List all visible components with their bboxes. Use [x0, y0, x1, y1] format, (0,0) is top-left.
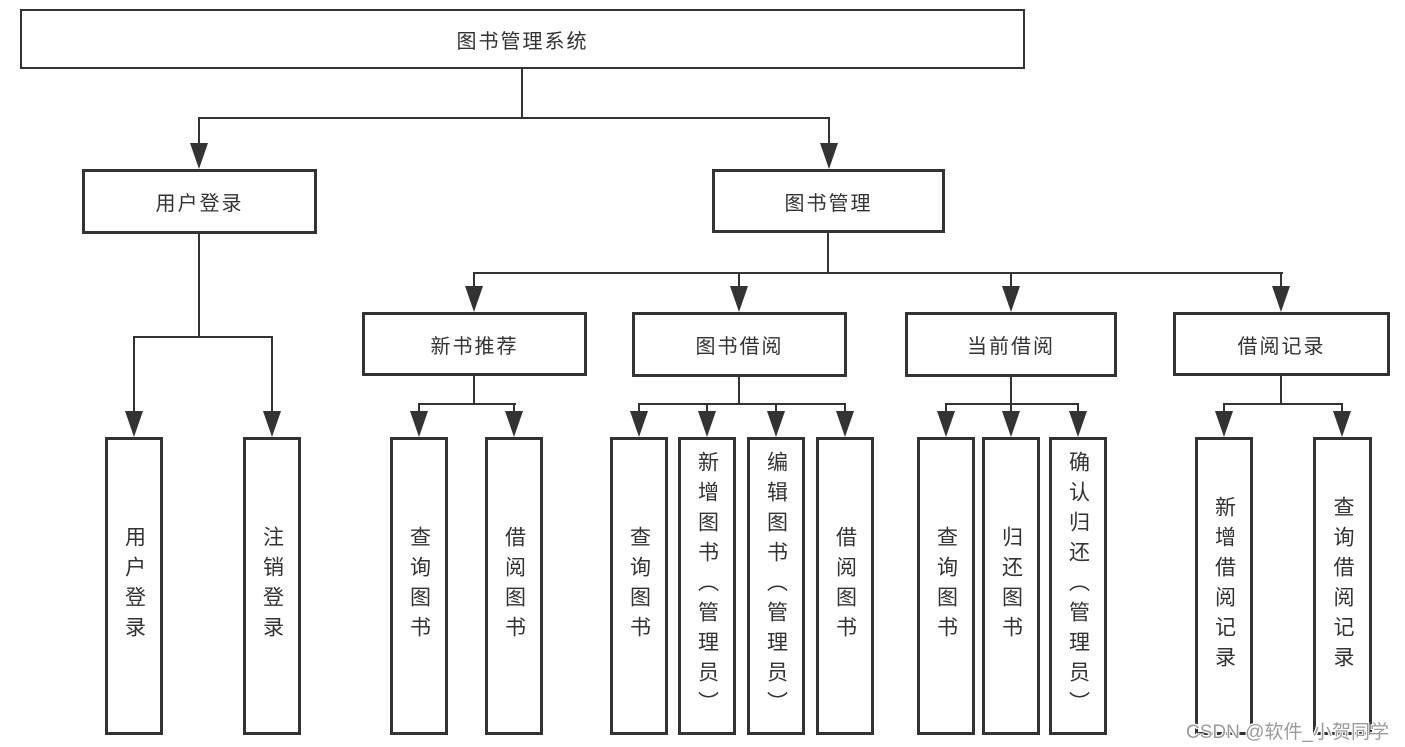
- connector-user-login-stem: [198, 233, 200, 338]
- node-label: 图书借阅: [695, 336, 784, 358]
- arrowhead-down-icon: [1002, 286, 1020, 312]
- node-book-borrow: 图书借阅: [632, 312, 847, 377]
- connector-drop-borrow-records: [1280, 272, 1282, 288]
- leaf-label: 用户登录: [122, 526, 146, 646]
- arrowhead-down-icon: [1002, 411, 1020, 437]
- connector-drop: [706, 403, 708, 413]
- connector-drop-current-borrow: [1010, 272, 1012, 288]
- connector-drop: [1077, 403, 1079, 413]
- leaf-query-books-borrow: 查询图书: [610, 437, 668, 735]
- leaf-label: 编辑图书（管理员）: [764, 451, 788, 721]
- node-new-book-recommend: 新书推荐: [362, 312, 587, 376]
- csdn-watermark: CSDN @软件_小贺同学: [1186, 722, 1389, 743]
- leaf-label: 新增图书（管理员）: [695, 451, 719, 721]
- connector-drop-new-book: [473, 272, 475, 288]
- arrowhead-down-icon: [1215, 411, 1233, 437]
- node-borrow-records: 借阅记录: [1173, 312, 1390, 376]
- arrowhead-down-icon: [820, 143, 838, 169]
- leaf-label: 注销登录: [260, 526, 284, 646]
- arrowhead-down-icon: [465, 286, 483, 312]
- arrowhead-down-icon: [1333, 411, 1351, 437]
- leaf-query-books-current: 查询图书: [917, 437, 975, 735]
- connector-drop: [418, 403, 420, 413]
- connector-drop: [1010, 403, 1012, 413]
- leaf-borrow-books: 借阅图书: [816, 437, 874, 735]
- node-current-borrow: 当前借阅: [905, 312, 1117, 377]
- leaf-borrow-books-recommend: 借阅图书: [485, 437, 543, 735]
- connector-drop: [513, 403, 515, 413]
- connector-drop: [775, 403, 777, 413]
- node-label: 新书推荐: [430, 335, 519, 358]
- node-library-management-system: 图书管理系统: [20, 9, 1025, 69]
- connector-drop-user-login: [198, 117, 200, 147]
- connector-book-mgmt-stem: [827, 232, 829, 274]
- node-label: 图书管理系统: [456, 30, 589, 53]
- leaf-label: 新增借阅记录: [1212, 496, 1236, 676]
- arrowhead-down-icon: [190, 143, 208, 169]
- arrowhead-down-icon: [1069, 411, 1087, 437]
- leaf-label: 查询借阅记录: [1331, 496, 1354, 676]
- node-label: 图书管理: [784, 192, 873, 215]
- connector-book-borrow-branch: [638, 403, 846, 405]
- leaf-logout: 注销登录: [243, 437, 301, 735]
- connector-drop: [945, 403, 947, 413]
- connector-drop: [1341, 403, 1343, 413]
- leaf-label: 归还图书: [999, 526, 1023, 646]
- arrowhead-down-icon: [410, 411, 428, 437]
- arrowhead-down-icon: [767, 411, 785, 437]
- leaf-return-book: 归还图书: [982, 437, 1040, 735]
- arrowhead-down-icon: [263, 411, 281, 437]
- connector-root-branch: [198, 117, 830, 119]
- connector-current-borrow-branch: [945, 403, 1079, 405]
- connector-user-login-branch: [133, 336, 273, 338]
- connector-drop-logout: [271, 336, 273, 413]
- connector-drop-login: [133, 336, 135, 413]
- leaf-edit-book-admin: 编辑图书（管理员）: [747, 437, 805, 735]
- arrowhead-down-icon: [937, 411, 955, 437]
- leaf-label: 确认归还（管理员）: [1066, 451, 1090, 721]
- arrowhead-down-icon: [698, 411, 716, 437]
- leaf-label: 借阅图书: [833, 526, 857, 646]
- connector-drop: [1223, 403, 1225, 413]
- connector-drop: [638, 403, 640, 413]
- leaf-label: 查询图书: [627, 526, 651, 646]
- connector-book-mgmt-branch: [473, 272, 1283, 274]
- arrowhead-down-icon: [1272, 286, 1290, 312]
- node-label: 借阅记录: [1237, 335, 1326, 358]
- node-label: 用户登录: [155, 193, 244, 215]
- arrowhead-down-icon: [505, 411, 523, 437]
- connector-book-borrow-stem: [738, 377, 740, 404]
- connector-new-book-branch: [418, 403, 516, 405]
- node-book-management: 图书管理: [712, 169, 945, 233]
- leaf-confirm-return-admin: 确认归还（管理员）: [1049, 437, 1107, 735]
- leaf-query-borrow-record: 查询借阅记录: [1313, 437, 1372, 735]
- connector-new-book-stem: [473, 376, 475, 405]
- node-user-login-group: 用户登录: [82, 169, 317, 234]
- leaf-add-borrow-record: 新增借阅记录: [1195, 437, 1253, 735]
- leaf-add-book-admin: 新增图书（管理员）: [678, 437, 736, 735]
- connector-drop: [844, 403, 846, 413]
- node-label: 当前借阅: [967, 336, 1055, 358]
- connector-current-borrow-stem: [1010, 377, 1012, 404]
- leaf-user-login: 用户登录: [105, 437, 163, 735]
- arrowhead-down-icon: [125, 411, 143, 437]
- leaf-query-books-recommend: 查询图书: [390, 437, 448, 735]
- leaf-label: 查询图书: [934, 526, 958, 646]
- leaf-label: 查询图书: [407, 526, 431, 646]
- connector-drop-book-borrow: [738, 272, 740, 288]
- arrowhead-down-icon: [836, 411, 854, 437]
- connector-borrow-records-branch: [1223, 403, 1343, 405]
- connector-borrow-records-stem: [1280, 376, 1282, 404]
- leaf-label: 借阅图书: [502, 526, 526, 646]
- connector-drop-book-management: [828, 117, 830, 147]
- arrowhead-down-icon: [630, 411, 648, 437]
- connector-root-stem: [521, 69, 523, 119]
- arrowhead-down-icon: [730, 286, 748, 312]
